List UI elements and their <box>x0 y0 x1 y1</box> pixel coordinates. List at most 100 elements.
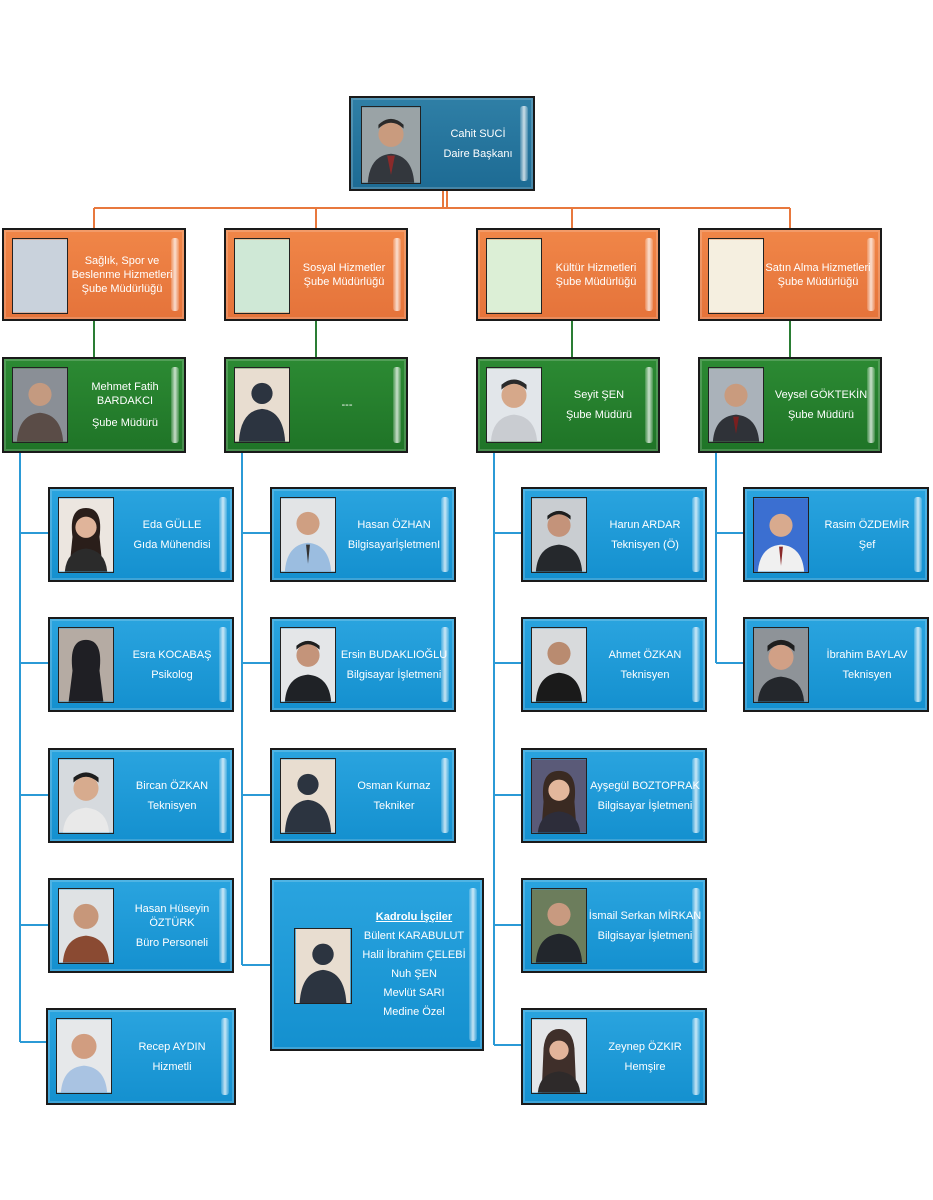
staff-name: Ahmet ÖZKAN <box>608 648 682 661</box>
staff-name: İbrahim BAYLAV <box>826 648 908 661</box>
staff-photo <box>531 497 587 573</box>
manager-name: Seyit ŞEN <box>573 389 625 401</box>
staff-name: Zeynep ÖZKIR <box>608 1040 682 1053</box>
staff-photo <box>56 1018 112 1094</box>
staff-card: Eda GÜLLE Gıda Mühendisi <box>48 487 234 582</box>
staff-text: Zeynep ÖZKIR Hemşire <box>589 1010 701 1103</box>
dept-purchasing-swatch <box>708 238 764 314</box>
staff-photo <box>753 497 809 573</box>
staff-text: Rasim ÖZDEMİR Şef <box>811 489 923 580</box>
dept-culture-label: Kültür Hizmetleri Şube Müdürlüğü <box>538 230 654 319</box>
staff-photo <box>58 758 114 834</box>
manager-purchasing: Veysel GÖKTEKİN Şube Müdürü <box>698 357 882 453</box>
dept-health-line: Beslenme Hizmetleri <box>71 268 173 281</box>
staff-title: Gıda Mühendisi <box>133 538 211 551</box>
staff-title: Psikolog <box>151 668 193 681</box>
staff-text: Recep AYDIN Hizmetli <box>114 1010 230 1103</box>
manager-health-text: Mehmet Fatih BARDAKCI Şube Müdürü <box>70 359 180 451</box>
staff-silhouette <box>280 758 336 834</box>
dept-purchasing-line: Şube Müdürlüğü <box>777 275 859 288</box>
staff-silhouette <box>58 627 114 703</box>
staff-text: Eda GÜLLE Gıda Mühendisi <box>116 489 228 580</box>
staff-card: Zeynep ÖZKIR Hemşire <box>521 1008 707 1105</box>
staff-name: Esra KOCABAŞ <box>132 648 212 661</box>
workers-heading: Kadrolu İşçiler <box>375 910 453 923</box>
staff-title: Şef <box>858 538 876 551</box>
manager-purchasing-text: Veysel GÖKTEKİN Şube Müdürü <box>766 359 876 451</box>
manager-purchasing-photo <box>708 367 764 443</box>
staff-title: Teknisyen <box>620 668 670 681</box>
staff-title: Teknisyen <box>147 799 197 812</box>
staff-name: Osman Kurnaz <box>357 779 431 792</box>
worker-name: Mevlüt SARI <box>383 986 445 999</box>
staff-card: Bircan ÖZKAN Teknisyen <box>48 748 234 843</box>
staff-title: BilgisayarİşletmenI <box>347 538 441 551</box>
staff-text: İsmail Serkan MİRKAN Bilgisayar İşletmen… <box>589 880 701 971</box>
workers-card: Kadrolu İşçiler Bülent KARABULUT Halil İ… <box>270 878 484 1051</box>
staff-card: Ayşegül BOZTOPRAK Bilgisayar İşletmeni <box>521 748 707 843</box>
staff-photo <box>280 497 336 573</box>
dept-culture-line: Şube Müdürlüğü <box>555 275 637 288</box>
staff-title: Bilgisayar İşletmeni <box>346 668 442 681</box>
staff-photo <box>280 627 336 703</box>
staff-name: ÖZTÜRK <box>149 916 195 929</box>
manager-social-text: --- <box>292 359 402 451</box>
staff-name: Hasan Hüseyin <box>134 902 210 915</box>
staff-photo <box>531 888 587 964</box>
staff-name: Recep AYDIN <box>138 1040 206 1053</box>
staff-card: Hasan Hüseyin ÖZTÜRK Büro Personeli <box>48 878 234 973</box>
manager-social: --- <box>224 357 408 453</box>
dept-culture: Kültür Hizmetleri Şube Müdürlüğü <box>476 228 660 321</box>
staff-text: Ahmet ÖZKAN Teknisyen <box>589 619 701 710</box>
staff-text: Osman Kurnaz Tekniker <box>338 750 450 841</box>
staff-title: Tekniker <box>373 799 415 812</box>
staff-name: İsmail Serkan MİRKAN <box>588 909 702 922</box>
worker-name: Medine Özel <box>383 1005 445 1018</box>
dept-culture-line: Kültür Hizmetleri <box>555 261 637 274</box>
staff-text: İbrahim BAYLAV Teknisyen <box>811 619 923 710</box>
head-photo <box>361 106 421 184</box>
staff-text: Ersin BUDAKLIOĞLU Bilgisayar İşletmeni <box>338 619 450 710</box>
manager-title: Şube Müdürü <box>91 417 159 429</box>
manager-title: Şube Müdürü <box>565 409 633 421</box>
dept-social: Sosyal Hizmetler Şube Müdürlüğü <box>224 228 408 321</box>
staff-card: Recep AYDIN Hizmetli <box>46 1008 236 1105</box>
manager-social-silhouette <box>234 367 290 443</box>
staff-photo <box>753 627 809 703</box>
manager-name: BARDAKCI <box>96 395 154 407</box>
staff-title: Hizmetli <box>152 1060 192 1073</box>
dept-social-line: Şube Müdürlüğü <box>303 275 385 288</box>
manager-name: Veysel GÖKTEKİN <box>774 389 868 401</box>
staff-text: Bircan ÖZKAN Teknisyen <box>116 750 228 841</box>
manager-health-photo <box>12 367 68 443</box>
worker-name: Halil İbrahim ÇELEBİ <box>362 948 466 961</box>
dept-purchasing-label: Satın Alma Hizmetleri Şube Müdürlüğü <box>760 230 876 319</box>
dept-social-label: Sosyal Hizmetler Şube Müdürlüğü <box>286 230 402 319</box>
workers-silhouette <box>294 928 352 1004</box>
dept-health-line: Şube Müdürlüğü <box>81 282 163 295</box>
staff-title: Bilgisayar İşletmeni <box>597 929 693 942</box>
manager-culture-photo <box>486 367 542 443</box>
staff-text: Hasan ÖZHAN BilgisayarİşletmenI <box>338 489 450 580</box>
staff-text: Esra KOCABAŞ Psikolog <box>116 619 228 710</box>
staff-text: Ayşegül BOZTOPRAK Bilgisayar İşletmeni <box>589 750 701 841</box>
staff-card: Hasan ÖZHAN BilgisayarİşletmenI <box>270 487 456 582</box>
staff-title: Teknisyen (Ö) <box>611 538 679 551</box>
staff-name: Harun ARDAR <box>609 518 681 531</box>
dept-health-swatch <box>12 238 68 314</box>
manager-title: Şube Müdürü <box>787 409 855 421</box>
staff-photo <box>531 627 587 703</box>
staff-photo <box>58 888 114 964</box>
dept-purchasing: Satın Alma Hizmetleri Şube Müdürlüğü <box>698 228 882 321</box>
head-title: Daire Başkanı <box>443 147 513 160</box>
staff-name: Hasan ÖZHAN <box>357 518 431 531</box>
staff-photo <box>531 1018 587 1094</box>
staff-card: İbrahim BAYLAV Teknisyen <box>743 617 929 712</box>
dept-social-swatch <box>234 238 290 314</box>
manager-name: --- <box>341 399 353 411</box>
staff-card: Rasim ÖZDEMİR Şef <box>743 487 929 582</box>
manager-culture: Seyit ŞEN Şube Müdürü <box>476 357 660 453</box>
staff-name: Bircan ÖZKAN <box>135 779 209 792</box>
manager-health: Mehmet Fatih BARDAKCI Şube Müdürü <box>2 357 186 453</box>
